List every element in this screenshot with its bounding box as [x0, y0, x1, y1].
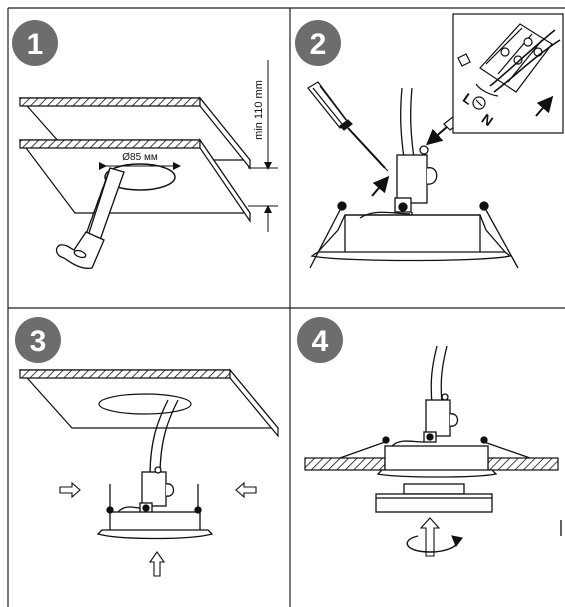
step-2-number: 2: [310, 28, 327, 61]
wiring-inset: [452, 13, 564, 134]
panel-grid: [7, 7, 565, 607]
step-4-badge: [297, 317, 343, 363]
insert-rotate-arrow: [406, 517, 463, 557]
spring-clips: [339, 436, 531, 459]
fixture-housing: [96, 506, 214, 540]
step-1-badge: [12, 20, 58, 66]
step-2-badge: [295, 20, 341, 66]
step-3-panel: 3: [15, 317, 280, 577]
junction-box: [139, 466, 175, 514]
ceiling-cross-section: [304, 457, 559, 471]
ceiling-gap-dimension: [248, 60, 278, 232]
screwdriver-icon: [307, 81, 389, 172]
step-4-panel: 4: [297, 317, 562, 557]
cable: [149, 399, 179, 477]
junction-box: [423, 393, 459, 443]
saw-icon: [55, 167, 125, 269]
lamp-module: [375, 483, 493, 513]
fixture-housing: [376, 440, 498, 478]
step-4-number: 4: [312, 325, 329, 358]
step-1-panel: 1 Ø85 мм min 110 mm: [12, 20, 278, 269]
step-3-number: 3: [30, 325, 47, 358]
step-3-badge: [15, 317, 61, 363]
junction-box: [394, 145, 438, 224]
ceiling-panel: [18, 368, 280, 438]
fixture-housing: [310, 211, 512, 262]
spring-clips: [106, 484, 202, 514]
step-2-panel: 2: [295, 13, 564, 269]
hole-diameter-label: Ø85 мм: [122, 152, 158, 163]
step-1-number: 1: [27, 28, 44, 61]
ceiling-hole: [98, 393, 192, 415]
spring-clips: [309, 201, 519, 269]
cable: [400, 87, 415, 159]
ceiling-gap-label: min 110 mm: [253, 80, 265, 140]
step-3-push-arrows: [59, 481, 257, 577]
